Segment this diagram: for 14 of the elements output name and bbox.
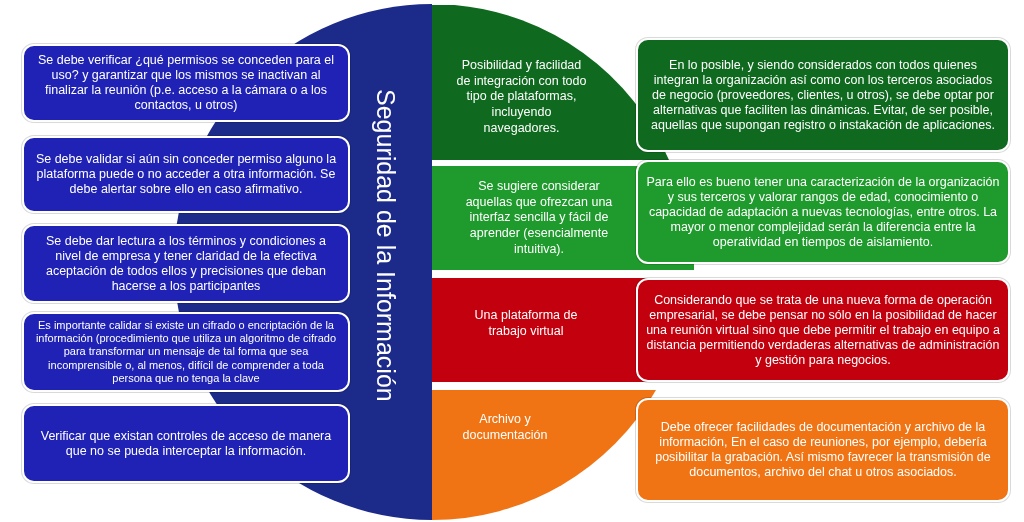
text-card: Debe ofrecer facilidades de documentación y archivo de la información, En el caso de reuniones, por ejemplo, debería posibilitar la grabación. Así mismo favrecer la transmisión de documentos, archivo del chat u otros asociados. [636, 398, 1010, 502]
text-card: En lo posible, y siendo considerados con todos quienes integran la organización así como con los terceros asociados de negocio (proveedores, clientes, u otros), se debe optar por alternativas que faciliten las dinámicas. Evitar, de ser posible, aquellas que supongan registro o instakación de aplicaciones. [636, 38, 1010, 152]
band-label: Archivo y documentación [461, 412, 549, 444]
text-card: Considerando que se trata de una nueva forma de operación empresarial, se debe pensar no sólo en la posibilidad de hacer una reunión virtual sino que debe permitir el trabajo en equipo a distancia permitiendo verdaderas alternativas de administración y gestión para negocios. [636, 278, 1010, 382]
band-label: Una plataforma de trabajo virtual [473, 308, 579, 340]
text-card: Verificar que existan controles de acceso de manera que no se pueda interceptar la información. [22, 404, 350, 483]
band-label: Se sugiere considerar aquellas que ofrezcan una interfaz sencilla y fácil de aprender (esencialmente intuitiva). [464, 178, 614, 258]
band-label: Posibilidad y facilidad de integración con todo tipo de plataformas, incluyendo navegadores. [455, 57, 588, 137]
text-card: Es importante calidar si existe un cifrado o encriptación de la información (procedimiento que utiliza un algoritmo de cifrado para transformar un mensaje de tal forma que sea incomprensible o, al menos, difícil de comprender a toda persona que no tenga la clave [22, 312, 350, 392]
text-card: Se debe validar si aún sin conceder permiso alguno la plataforma puede o no acceder a otra información. Se debe alertar sobre ello en caso afirmativo. [22, 136, 350, 213]
text-card: Se debe verificar ¿qué permisos se conceden para el uso? y garantizar que los mismos se inactivan al finalizar la reunión (p.e. acceso a la cámara o a los contactos, u otros) [22, 44, 350, 122]
text-card: Para ello es bueno tener una caracterización de la organización y sus terceros y valorar rangos de edad, conocimiento o capacidad de adaptación a nuevas tecnologías, entre otros. La mayor o menor complejidad serán la diferencia entre la operatividad en tiempos de aislamiento. [636, 160, 1010, 264]
text-card: Se debe dar lectura a los términos y condiciones a nivel de empresa y tener claridad de la efectiva aceptación de todos ellos y precisiones que deban hacerse a los participantes [22, 224, 350, 303]
vertical-title: Seguridad de la Información [371, 89, 402, 402]
